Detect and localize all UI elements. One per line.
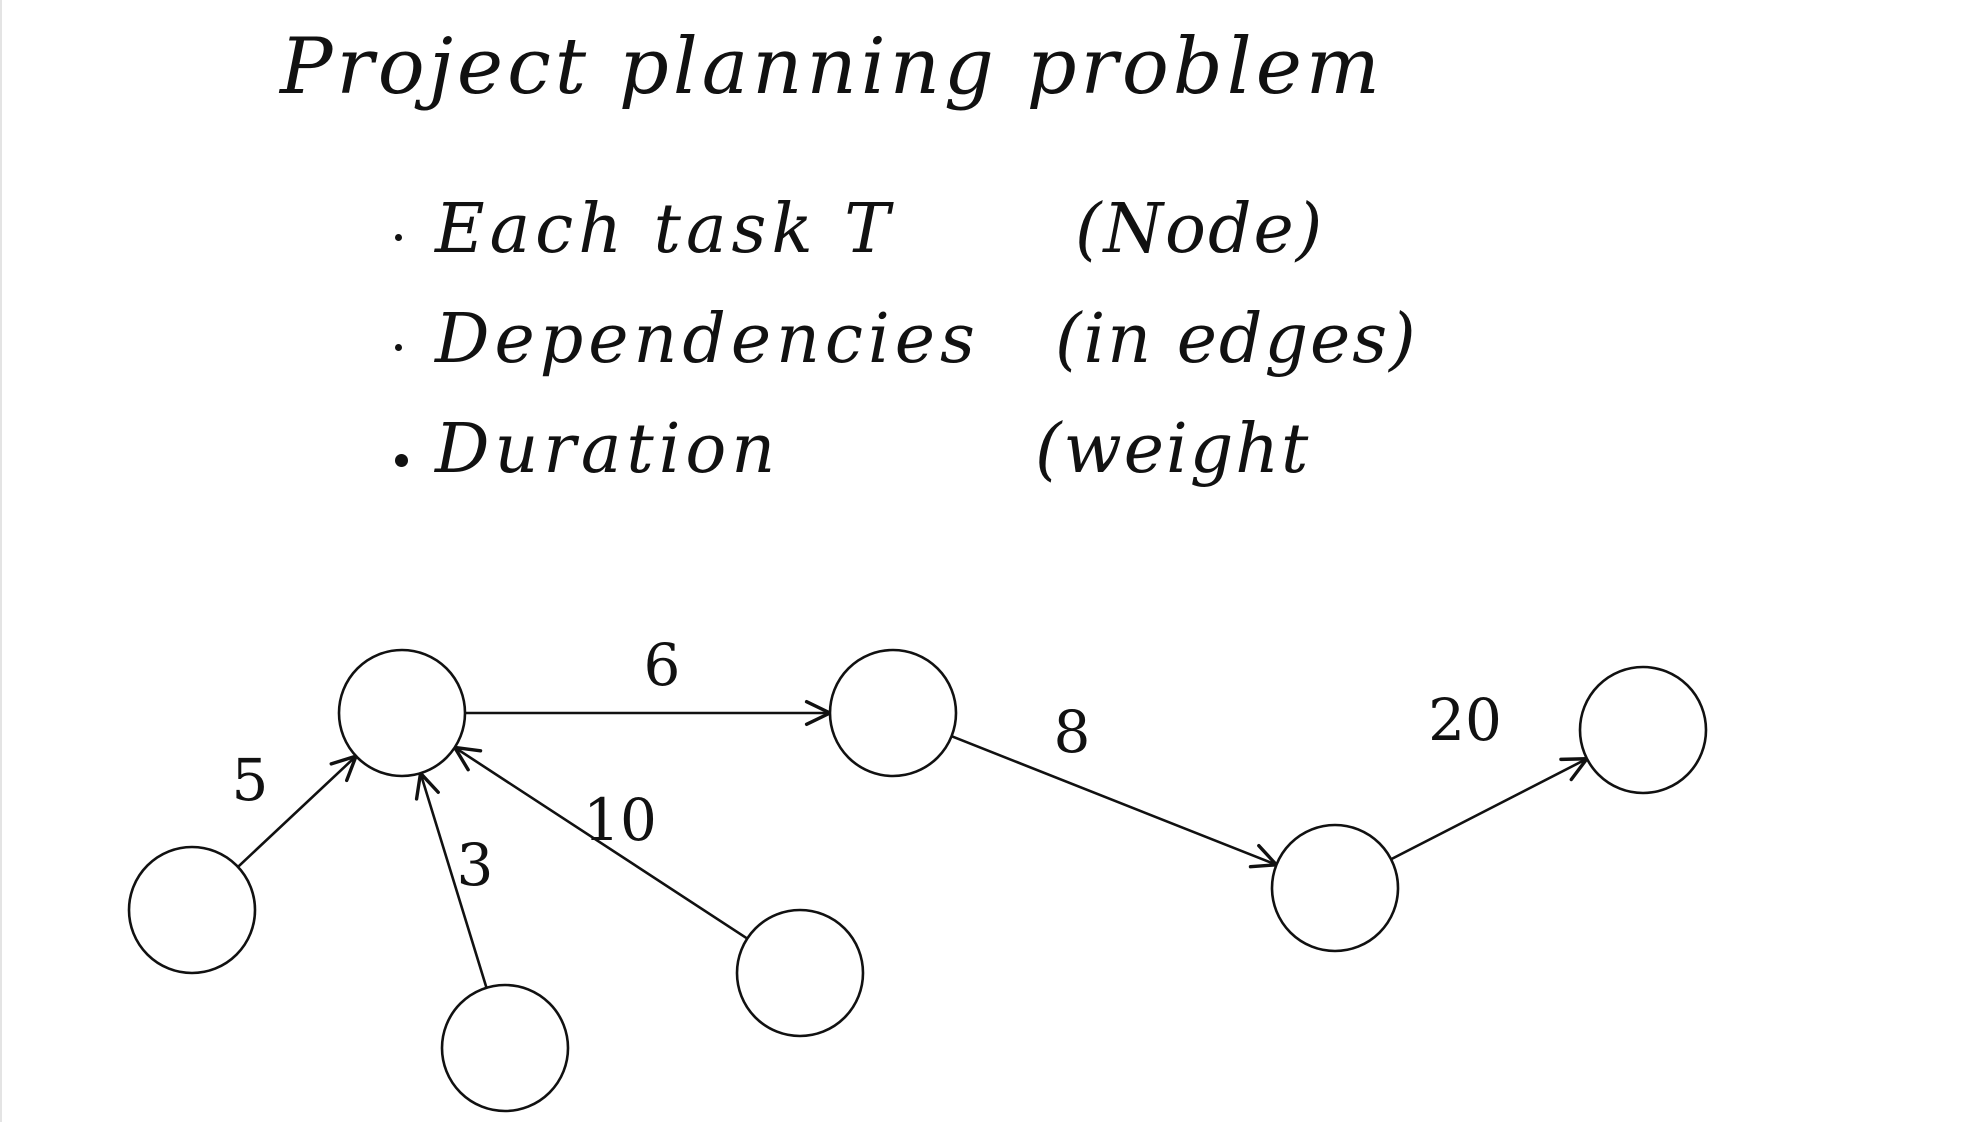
task-node-f bbox=[1270, 823, 1400, 953]
bullet-dot-icon bbox=[395, 344, 402, 351]
edge-weight-label: 20 bbox=[1428, 686, 1502, 754]
bullet-note: (Node) bbox=[1075, 190, 1325, 269]
page-title: Project planning problem bbox=[280, 22, 1384, 112]
task-node-d bbox=[735, 908, 865, 1038]
bullet-dot-icon bbox=[395, 454, 408, 467]
canvas-edge bbox=[0, 0, 2, 1122]
edge-d-b bbox=[453, 746, 749, 940]
edge-weight-label: 8 bbox=[1054, 698, 1091, 766]
bullet-dependencies: Dependencies (in edges) bbox=[395, 300, 1495, 400]
edge-weight-label: 5 bbox=[232, 746, 269, 814]
task-node-e bbox=[828, 648, 958, 778]
bullet-label: Duration bbox=[435, 410, 781, 489]
arrowhead-icon bbox=[453, 745, 483, 772]
bullet-duration: Duration (weight bbox=[395, 410, 1495, 510]
edge-f-g bbox=[1389, 757, 1589, 861]
bullet-dot-icon bbox=[395, 234, 402, 241]
task-node-b bbox=[337, 648, 467, 778]
task-node-a bbox=[127, 845, 257, 975]
bullet-label: Dependencies bbox=[435, 300, 980, 379]
edge-weight-label: 3 bbox=[457, 831, 494, 899]
bullet-label: Each task T bbox=[435, 190, 895, 269]
edge-weight-label: 6 bbox=[644, 631, 681, 699]
edge-a-b bbox=[236, 754, 358, 869]
bullet-note: (weight bbox=[1035, 410, 1311, 489]
bullet-task: Each task T (Node) bbox=[395, 190, 1495, 290]
edge-c-b bbox=[419, 771, 488, 990]
edge-weight-label: 10 bbox=[583, 786, 657, 854]
handwritten-notes: Project planning problem Each task T (No… bbox=[0, 0, 1967, 520]
task-node-c bbox=[440, 983, 570, 1113]
bullet-note: (in edges) bbox=[1055, 300, 1418, 379]
task-node-g bbox=[1578, 665, 1708, 795]
edge-e-f bbox=[950, 734, 1278, 867]
